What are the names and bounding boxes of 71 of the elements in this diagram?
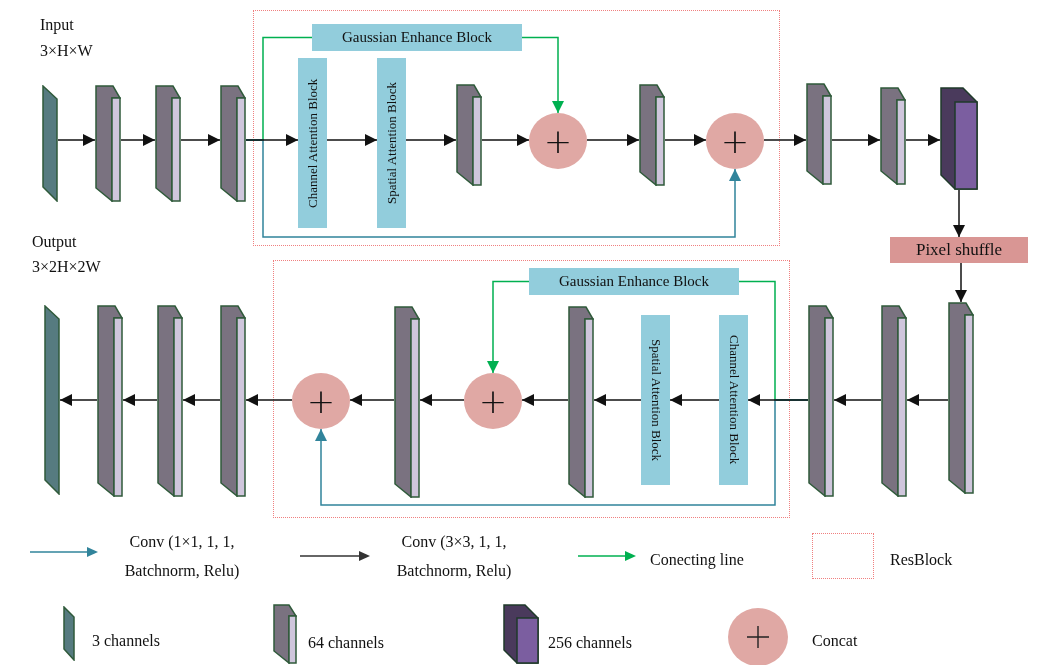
- feature-map-block: [157, 305, 183, 497]
- attention-block: Channel Attention Block: [298, 58, 327, 228]
- attention-block: Spatial Attention Block: [641, 315, 670, 485]
- arrow: [481, 134, 530, 146]
- concat-circle: +: [292, 373, 350, 429]
- arrow: [669, 394, 720, 406]
- process-box: Gaussian Enhance Block: [312, 24, 522, 51]
- concat-circle: +: [529, 113, 587, 169]
- feature-map-block: [42, 85, 58, 202]
- legend-text: ResBlock: [890, 550, 954, 570]
- feature-map-block: [97, 305, 123, 497]
- arrow: [953, 189, 965, 238]
- arrow: [326, 134, 378, 146]
- legend-text: 3 channels: [92, 631, 161, 651]
- io-caption: 3×H×W: [40, 42, 93, 60]
- arrow: [180, 134, 221, 146]
- legend-text: Conv (3×3, 1, 1, Batchnorm, Relu): [395, 532, 513, 582]
- legend-text: 256 channels: [548, 633, 633, 653]
- arrow: [833, 394, 882, 406]
- arrow: [245, 394, 293, 406]
- feature-map-block: [880, 87, 906, 185]
- feature-map-block: [456, 84, 482, 186]
- arrow: [122, 394, 158, 406]
- arrow: [419, 394, 465, 406]
- attention-block: Channel Attention Block: [719, 315, 748, 485]
- feature-map-block: [568, 306, 594, 498]
- arrow: [905, 134, 941, 146]
- process-box: Pixel shuffle: [890, 237, 1028, 263]
- io-caption: Output: [32, 233, 77, 251]
- feature-map-block: [95, 85, 121, 202]
- dotted-group-box: [273, 260, 790, 518]
- arrow: [747, 394, 809, 406]
- feature-map-block: [881, 305, 907, 497]
- arrow: [664, 134, 707, 146]
- feature-map-block: [394, 306, 420, 498]
- arrow: [182, 394, 221, 406]
- arrow: [405, 134, 457, 146]
- io-caption: 3×2H×2W: [32, 258, 101, 276]
- feature-map-block: [639, 84, 665, 186]
- arrow: [763, 134, 807, 146]
- feature-map-block: [808, 305, 834, 497]
- feature-map-block: [220, 85, 246, 202]
- arrow: [906, 394, 949, 406]
- dotted-group-box: [253, 10, 780, 246]
- legend-text: Concat: [812, 631, 859, 651]
- arrow: [487, 280, 530, 374]
- feature-map-block: [155, 85, 181, 202]
- concat-circle: +: [706, 113, 764, 169]
- feature-map-block: [940, 87, 978, 190]
- arrow: [831, 134, 881, 146]
- arrow: [245, 134, 299, 146]
- arrow: [593, 394, 642, 406]
- arrow: [349, 394, 395, 406]
- arrow: [586, 134, 640, 146]
- arrow: [521, 394, 569, 406]
- io-caption: Input: [40, 16, 74, 34]
- legend-text: Conv (1×1, 1, 1, Batchnorm, Relu): [123, 532, 241, 582]
- feature-map-block: [806, 83, 832, 185]
- arrow: [57, 134, 96, 146]
- feature-map-block: [44, 305, 60, 495]
- arrow: [120, 134, 156, 146]
- process-box: Gaussian Enhance Block: [529, 268, 739, 295]
- legend-text: Conecting line: [650, 550, 745, 571]
- legend-text: 64 channels: [308, 633, 385, 653]
- arrow: [59, 394, 98, 406]
- attention-block: Spatial Attention Block: [377, 58, 406, 228]
- concat-circle: +: [464, 373, 522, 429]
- feature-map-block: [948, 302, 974, 494]
- arrow: [521, 36, 564, 114]
- feature-map-block: [220, 305, 246, 497]
- arrow: [955, 262, 967, 303]
